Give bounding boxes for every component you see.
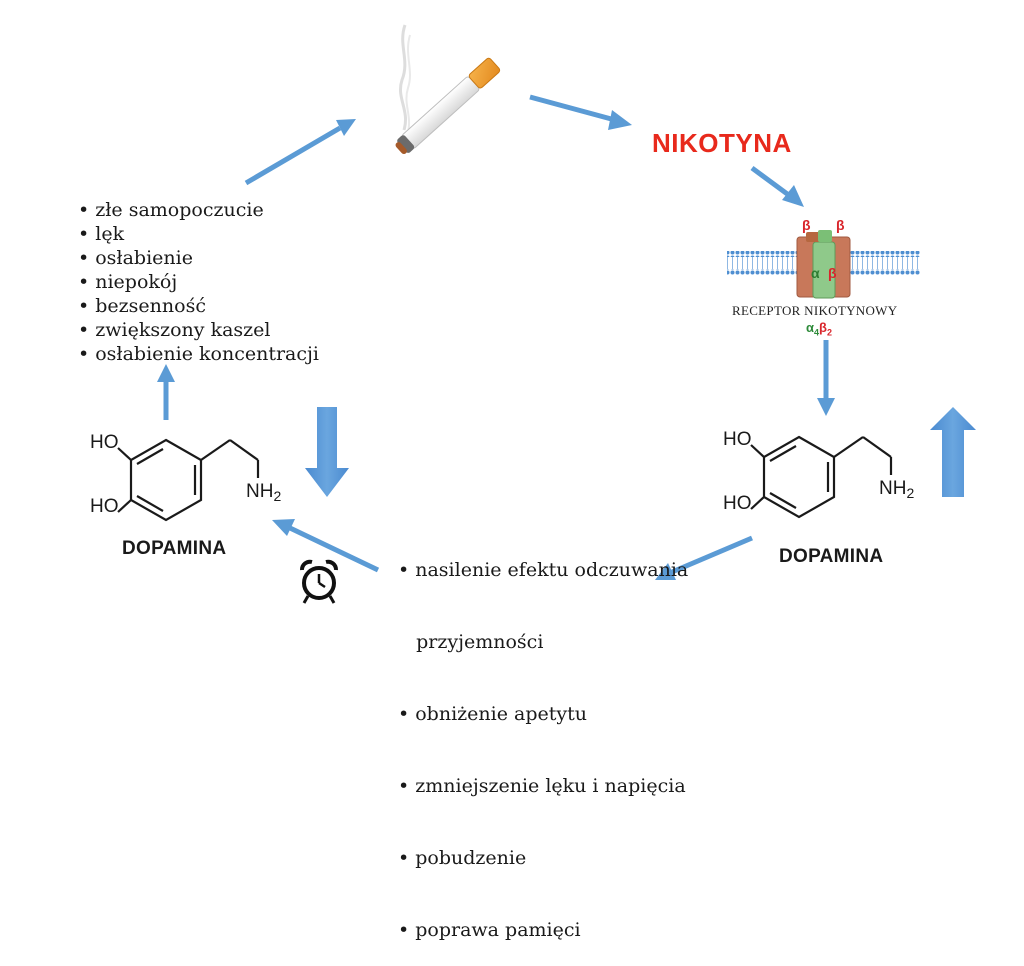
nicotinic-receptor-icon: α β β β [796,217,851,299]
list-item: • nasilenie efektu odczuwania [398,559,689,581]
receptor-subunit-formula: α4β2 [806,320,832,338]
nicotine-effects-list: • nasilenie efektu odczuwania przyjemnoś… [398,510,688,966]
dopamine-left-ho-bottom: HO [90,496,119,517]
dopamine-left-amine: NH2 [246,481,281,504]
dopamine-label-left: DOPAMINA [122,538,227,559]
list-item: • osłabienie koncentracji [78,343,319,365]
arrow-cigarette-to-nicotine [529,94,632,130]
dopamine-structure-right [750,435,893,519]
dopamine-increase-arrow [930,407,976,497]
dopamine-right-ho-bottom: HO [723,493,752,514]
receptor-beta-glyph-top-right: β [836,217,845,233]
list-item: • obniżenie apetytu [398,703,587,725]
subunit-beta-count: 2 [826,327,832,338]
arrow-receptor-to-dopamine [817,340,835,416]
arrow-dopamine-to-symptoms [157,364,175,420]
dopamine-decrease-arrow [305,407,349,497]
arrow-nicotine-to-receptor [750,165,804,207]
receptor-beta-glyph-front: β [828,265,837,281]
receptor-caption: RECEPTOR NIKOTYNOWY [732,303,898,318]
list-item: • niepokój [78,271,178,293]
list-item: • zmniejszenie lęku i napięcia [398,775,686,797]
list-item: • złe samopoczucie [78,199,264,221]
list-item: • lęk [78,223,125,245]
dopamine-left-ho-top: HO [90,432,119,453]
withdrawal-symptoms-list: • złe samopoczucie • lęk • osłabienie • … [78,198,319,366]
dopamine-label-right: DOPAMINA [779,546,884,567]
list-item: przyjemności [398,631,544,653]
cigarette-icon [395,24,501,155]
list-item: • poprawa pamięci [398,919,581,941]
alarm-clock-icon [300,559,338,604]
nicotine-label: NIKOTYNA [652,128,792,158]
list-item: • bezsenność [78,295,206,317]
dopamine-structure-left [117,438,260,522]
list-item: • osłabienie [78,247,193,269]
subunit-alpha-count: 4 [814,327,820,338]
cycle-arrows [157,94,835,580]
dopamine-right-ho-top: HO [723,429,752,450]
dopamine-right-amine: NH2 [879,478,914,501]
list-item: • pobudzenie [398,847,527,869]
arrow-symptoms-to-cigarette [244,119,356,186]
arrow-effects-to-dopamine-left [272,519,380,573]
receptor-beta-glyph-top-left: β [802,217,811,233]
subunit-beta: β [819,320,827,335]
receptor-alpha-glyph: α [811,265,820,281]
list-item: • zwiększony kaszel [78,319,271,341]
subunit-alpha: α [806,320,814,335]
arrow-dopamine-to-effects [655,535,753,580]
diagram-canvas: α β β β HO HO NH2 HO HO NH2 [90,24,976,604]
